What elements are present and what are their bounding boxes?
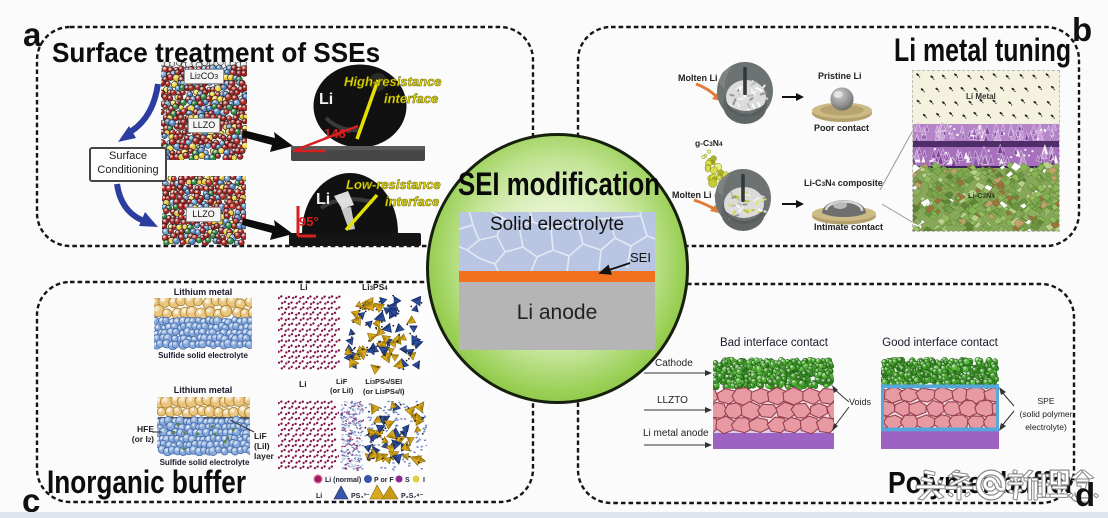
svg-text:PS₄³⁻: PS₄³⁻ [351, 493, 370, 500]
svg-text:P or F: P or F [374, 477, 394, 484]
svg-text:Li (normal): Li (normal) [325, 477, 361, 484]
svg-text:I: I [423, 477, 425, 484]
svg-text:Li: Li [316, 493, 322, 500]
svg-text:146°: 146° [324, 126, 351, 141]
svg-text:S: S [405, 477, 410, 484]
svg-text:P₂S₇⁴⁻: P₂S₇⁴⁻ [401, 493, 424, 500]
svg-text:95°: 95° [299, 214, 319, 229]
svg-text:Li: Li [319, 91, 333, 108]
svg-text:Li: Li [316, 191, 330, 208]
